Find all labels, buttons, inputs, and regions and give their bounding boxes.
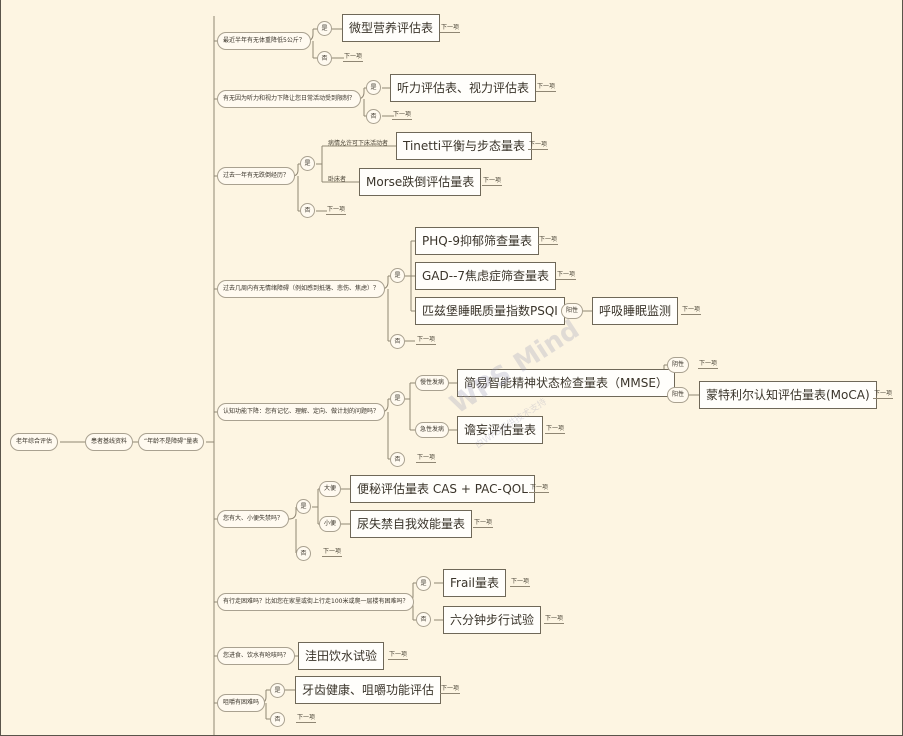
q7-tool-a[interactable]: Frail量表 <box>443 569 506 597</box>
q6-tool-b[interactable]: 尿失禁自我效能量表 <box>350 510 473 538</box>
q4-tool-c[interactable]: 匹兹堡睡眠质量指数PSQI <box>415 297 565 325</box>
q4-positive[interactable]: 阳性 <box>561 303 584 319</box>
q2-no[interactable]: 否 <box>366 109 381 124</box>
q7-question[interactable]: 有行走困难吗？比如您在家里或街上行走100米或爬一层楼有困难吗？ <box>217 593 415 611</box>
q3-tool-b-next[interactable]: 下一项 <box>482 177 503 186</box>
q1-tool-next[interactable]: 下一项 <box>440 24 461 33</box>
q1-no-next[interactable]: 下一项 <box>343 53 364 62</box>
q6-no-next[interactable]: 下一项 <box>322 548 343 557</box>
q3-cond-a: 病情允许可下床活动者 <box>328 140 389 147</box>
q3-no-next[interactable]: 下一项 <box>326 206 347 215</box>
q4-tool-a[interactable]: PHQ-9抑郁筛查量表 <box>415 227 540 255</box>
q3-tool-a-next[interactable]: 下一项 <box>528 141 549 150</box>
q1-yes[interactable]: 是 <box>317 21 332 36</box>
q4-tool-b[interactable]: GAD--7焦虑症筛查量表 <box>415 262 557 290</box>
q6-tool-a[interactable]: 便秘评估量表 CAS + PAC-QOL <box>350 475 535 503</box>
q5-positive[interactable]: 阳性 <box>667 387 690 403</box>
q4-tool-d-next[interactable]: 下一项 <box>681 306 702 315</box>
q4-yes[interactable]: 是 <box>390 268 405 283</box>
q6-question[interactable]: 您有大、小便失禁吗？ <box>217 510 290 528</box>
q4-no[interactable]: 否 <box>390 334 405 349</box>
q9-no-next[interactable]: 下一项 <box>296 714 317 723</box>
q5-yes[interactable]: 是 <box>390 391 405 406</box>
q5-tool-c-next[interactable]: 下一项 <box>545 425 566 434</box>
q2-tool[interactable]: 听力评估表、视力评估表 <box>390 74 537 102</box>
q7-no[interactable]: 否 <box>416 612 431 627</box>
q5-tool-b[interactable]: 蒙特利尔认知评估量表(MoCA) <box>699 381 877 409</box>
q8-tool[interactable]: 洼田饮水试验 <box>298 642 385 670</box>
q6-cond-b[interactable]: 小便 <box>319 516 342 532</box>
q9-yes[interactable]: 是 <box>270 683 285 698</box>
q1-tool[interactable]: 微型营养评估表 <box>342 14 441 42</box>
q1-question[interactable]: 最近半年有无体重降低5公斤？ <box>217 32 311 50</box>
q3-yes[interactable]: 是 <box>300 156 315 171</box>
level2-node[interactable]: “年龄不是障碍”量表 <box>138 433 205 451</box>
level1-node[interactable]: 患者基线资料 <box>85 433 134 451</box>
q2-yes[interactable]: 是 <box>366 80 381 95</box>
q5-cond-b[interactable]: 急性发病 <box>415 422 450 438</box>
q7-tool-a-next[interactable]: 下一项 <box>510 578 531 587</box>
q7-yes[interactable]: 是 <box>416 576 431 591</box>
q9-question[interactable]: 咀嚼有困难吗 <box>217 694 266 712</box>
q5-question[interactable]: 认知功能下降：您有记忆、理解、定向、做计划的问题吗？ <box>217 403 386 421</box>
q7-tool-b[interactable]: 六分钟步行试验 <box>443 606 542 634</box>
q4-question[interactable]: 过去几周内有无情绪障碍（例如感到抵落、悲伤、焦虑）？ <box>217 280 386 298</box>
q5-tool-a[interactable]: 简易智能精神状态检查量表（MMSE） <box>457 369 675 397</box>
q2-question[interactable]: 有无因为听力和视力下降让您日常活动受到限制？ <box>217 90 362 108</box>
q3-cond-b: 卧床者 <box>328 176 347 183</box>
q3-tool-b[interactable]: Morse跌倒评估量表 <box>359 168 482 196</box>
q4-tool-d[interactable]: 呼吸睡眠监测 <box>592 297 679 325</box>
q5-negative-next[interactable]: 下一项 <box>698 360 719 369</box>
q5-no-next[interactable]: 下一项 <box>416 454 437 463</box>
q5-tool-b-next[interactable]: 下一项 <box>873 390 894 399</box>
q6-yes[interactable]: 是 <box>296 499 311 514</box>
q6-tool-a-next[interactable]: 下一项 <box>529 484 550 493</box>
q5-no[interactable]: 否 <box>390 452 405 467</box>
q8-question[interactable]: 您进食、饮水有呛咳吗？ <box>217 647 296 665</box>
q5-tool-c[interactable]: 谵妄评估量表 <box>457 416 544 444</box>
q9-no[interactable]: 否 <box>270 712 285 727</box>
q6-tool-b-next[interactable]: 下一项 <box>473 519 494 528</box>
q2-tool-next[interactable]: 下一项 <box>536 83 557 92</box>
q4-tool-b-next[interactable]: 下一项 <box>556 271 577 280</box>
q3-question[interactable]: 过去一年有无跌倒经历？ <box>217 167 296 185</box>
q6-cond-a[interactable]: 大便 <box>319 481 342 497</box>
q6-no[interactable]: 否 <box>296 546 311 561</box>
q2-no-next[interactable]: 下一项 <box>392 111 413 120</box>
q7-tool-b-next[interactable]: 下一项 <box>544 615 565 624</box>
q9-tool[interactable]: 牙齿健康、咀嚼功能评估 <box>295 676 442 704</box>
root-node[interactable]: 老年综合评估 <box>10 433 59 451</box>
q3-no[interactable]: 否 <box>300 203 315 218</box>
q8-tool-next[interactable]: 下一项 <box>388 651 409 660</box>
q4-tool-a-next[interactable]: 下一项 <box>538 236 559 245</box>
q4-no-next[interactable]: 下一项 <box>416 336 437 345</box>
q5-cond-a[interactable]: 慢性发病 <box>415 375 450 391</box>
q5-negative[interactable]: 阴性 <box>667 357 690 373</box>
q9-tool-next[interactable]: 下一项 <box>440 685 461 694</box>
q3-tool-a[interactable]: Tinetti平衡与步态量表 <box>396 132 533 160</box>
q1-no[interactable]: 否 <box>317 51 332 66</box>
